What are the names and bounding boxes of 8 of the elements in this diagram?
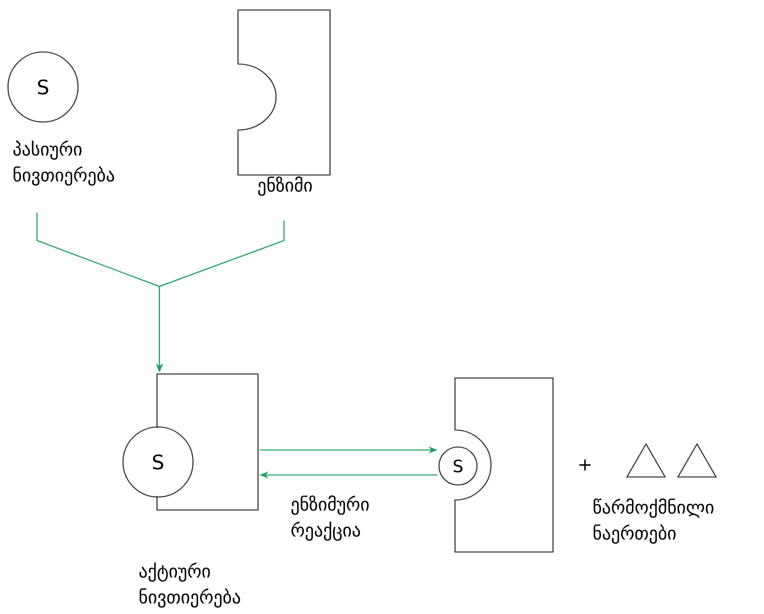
plus-sign: + <box>579 459 591 471</box>
node-label: აქტიური ნივთიერება <box>139 562 240 608</box>
reaction-label: ენზიმური რეაქცია <box>291 496 369 541</box>
enzyme-shape <box>237 9 331 176</box>
node-label: ენზიმი <box>258 176 312 196</box>
node-label: პასიური ნივთიერება <box>13 140 114 186</box>
enzyme-shape <box>454 377 554 553</box>
product-label: წარმოქმნილი ნაერთები <box>594 498 714 544</box>
